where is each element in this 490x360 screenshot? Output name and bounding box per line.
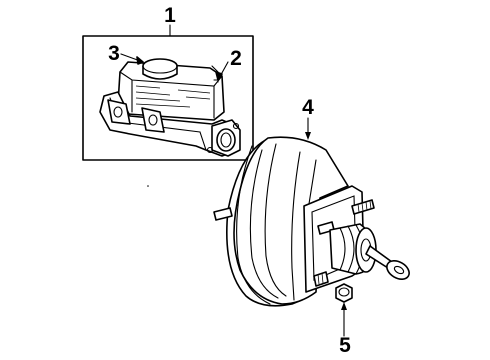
callout-3: 3 xyxy=(108,42,120,65)
reservoir-cap xyxy=(142,58,178,80)
booster-nut xyxy=(335,283,353,337)
outlet-flange xyxy=(206,119,241,157)
callout-1: 1 xyxy=(164,4,176,27)
master-cylinder-group xyxy=(82,24,254,161)
callout-2: 2 xyxy=(230,47,242,70)
group-box xyxy=(82,35,254,161)
callout-4: 4 xyxy=(302,96,314,119)
callout-5: 5 xyxy=(339,334,351,357)
port-bosses xyxy=(107,99,165,133)
stray-mark xyxy=(147,185,149,187)
brake-booster xyxy=(213,117,410,307)
push-rod xyxy=(365,245,410,280)
